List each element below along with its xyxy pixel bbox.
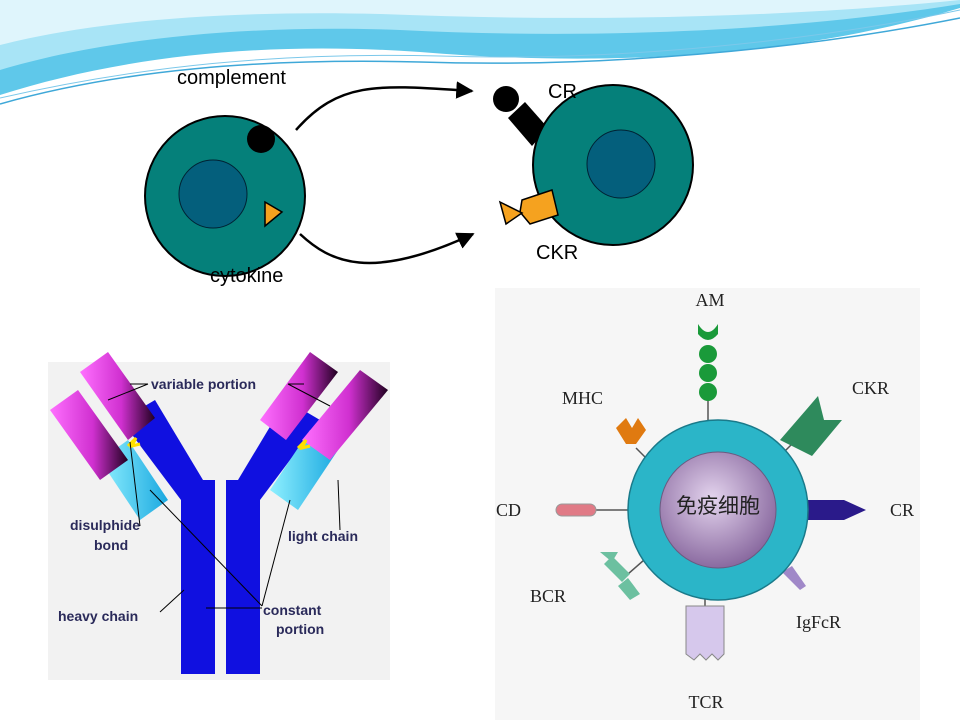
cytokine-receptor [519,189,559,225]
cr-receptor [808,500,866,520]
disulphide-label-line1: disulphide [70,517,140,533]
ckr-immune-label: CKR [852,378,889,398]
variable-portion-label: variable portion [151,376,256,392]
mhc-label: MHC [562,388,603,408]
mhc-receptor [616,418,646,444]
antibody-diagram [48,352,390,680]
bcr-receptor [600,552,640,600]
igfcr-label: IgFcR [796,612,841,632]
header-wave-decoration [0,0,960,105]
tcr-receptor [685,605,725,661]
cytokine-triangle [264,200,284,228]
igfcr-receptor [782,566,806,590]
immune-cell-diagram [495,288,920,720]
cr-label: CR [548,81,577,103]
disulphide-label-line2: bond [94,537,128,553]
cytokine-label: cytokine [210,265,283,287]
cd-receptor [555,503,597,517]
disulphide-bond-right [296,438,311,451]
complement-label: complement [177,67,286,89]
heavy-chain-label: heavy chain [58,608,138,624]
am-receptor [698,324,718,401]
arrow-complement [295,81,474,131]
bcr-label: BCR [530,586,566,606]
tcr-label: TCR [688,692,723,712]
receiving-cell [493,84,694,246]
immune-cell-center-label: 免疫细胞 [676,494,760,518]
bound-cytokine [498,200,524,226]
ckr-label: CKR [536,242,578,264]
light-chain-label: light chain [288,528,358,544]
arrow-cytokine [299,232,475,265]
disulphide-bond-left [126,436,141,449]
constant-label-line2: portion [276,621,324,637]
secreting-cell [144,115,306,277]
cd-label: CD [496,500,521,520]
complement-molecule [247,125,275,153]
ckr-receptor [780,396,842,456]
cr-immune-label: CR [890,500,914,520]
bound-complement [493,86,519,112]
constant-label-line1: constant [263,602,322,618]
am-label: AM [695,290,724,310]
